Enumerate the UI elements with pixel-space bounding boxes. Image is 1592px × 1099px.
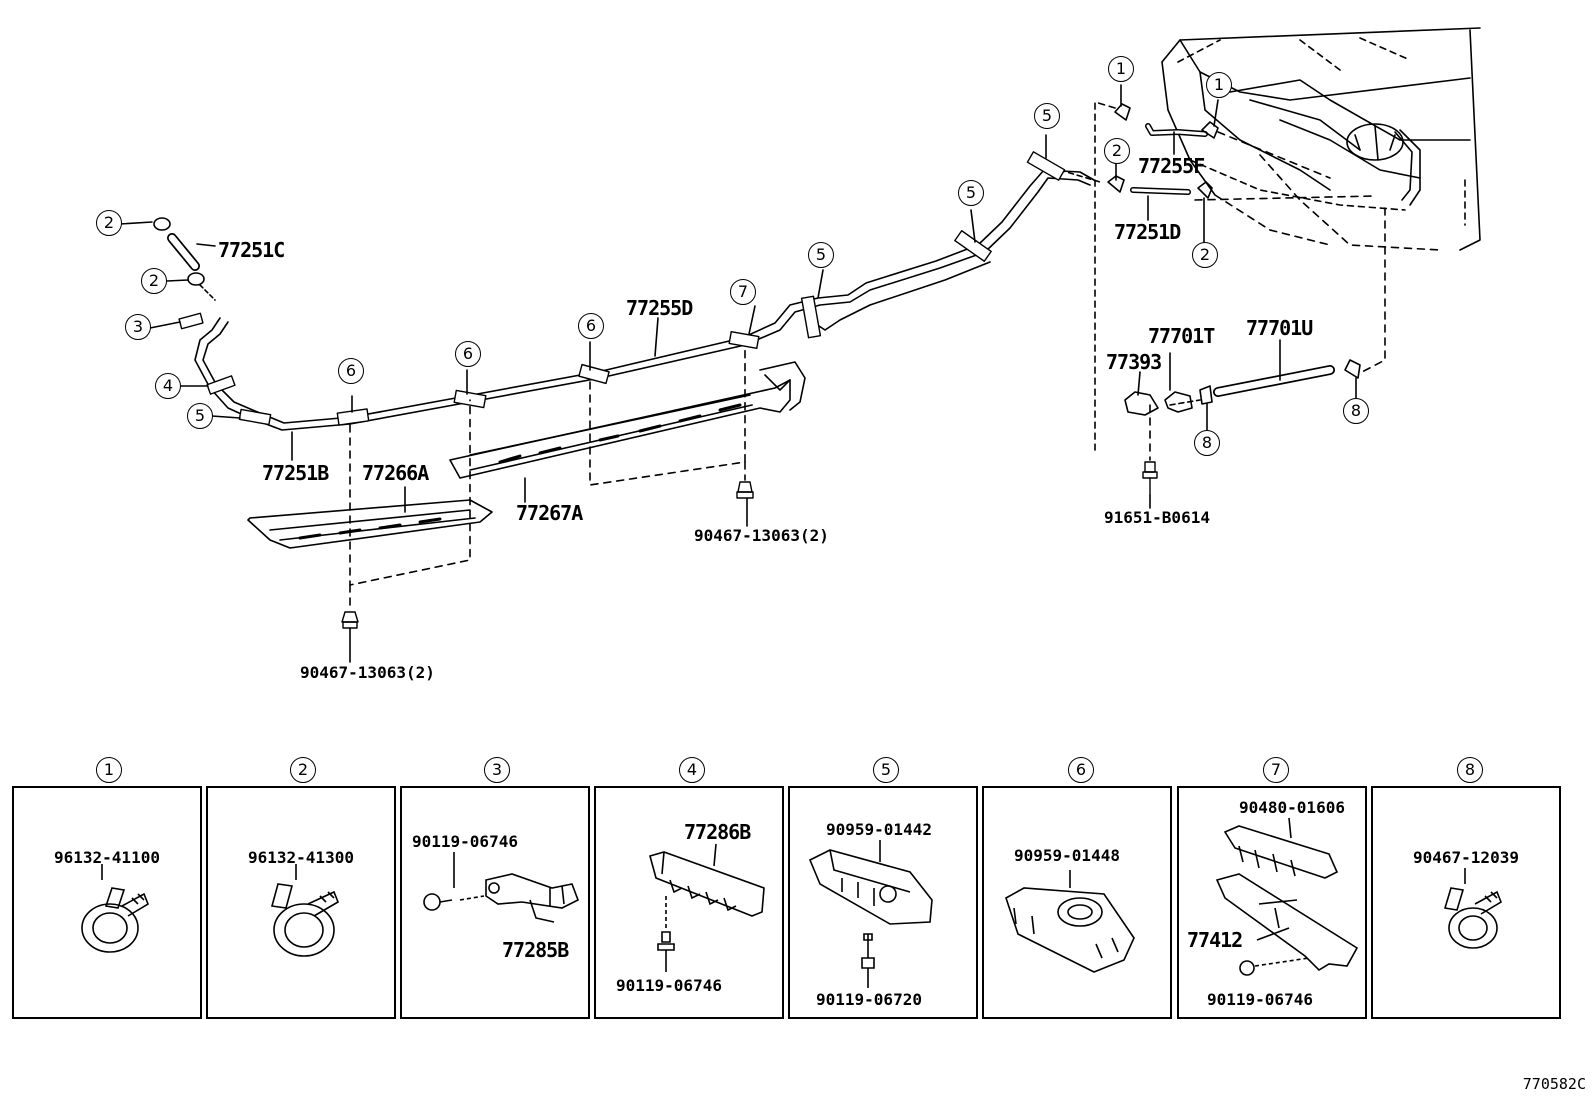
detail-box-5: 90959-01442 90119-06720: [788, 786, 978, 1019]
detail-box-3: 90119-06746 77285B: [400, 786, 590, 1019]
callout-6: 6: [338, 358, 364, 384]
box-number-7: 7: [1263, 757, 1289, 783]
fuel-tank: [1161, 27, 1481, 251]
part-label-77393: 77393: [1106, 350, 1162, 374]
box-number-4: 4: [679, 757, 705, 783]
clamp-icon: [1443, 868, 1502, 949]
callout-7: 7: [730, 279, 756, 305]
callout-5: 5: [808, 242, 834, 268]
detail-box-7: 90480-01606 77412 90119-06746: [1177, 786, 1367, 1019]
part-label-91651-B0614: 91651-B0614: [1104, 508, 1210, 527]
box-3-part-label-bracket: 77285B: [502, 938, 569, 962]
box-5-part-label-clamp: 90959-01442: [826, 820, 932, 839]
callout-4: 4: [155, 373, 181, 399]
clamp-block-icon: [1005, 870, 1135, 973]
box-3-part-label-bolt: 90119-06746: [412, 832, 518, 851]
clamp-block-icon: [808, 840, 933, 988]
protector-77266A: [247, 499, 493, 549]
detail-box-1: 96132-41100: [12, 786, 202, 1019]
callout-2: 2: [96, 210, 122, 236]
fuel-tube-main: [194, 169, 1095, 431]
leader-tank-left: [1094, 101, 1116, 451]
box-number-3: 3: [484, 757, 510, 783]
callout-5: 5: [1034, 103, 1060, 129]
callout-1: 1: [1108, 56, 1134, 82]
clamp-icon: [81, 864, 149, 953]
clamp-icon: [270, 864, 339, 957]
callout-8: 8: [1194, 430, 1220, 456]
callout-6: 6: [578, 313, 604, 339]
protector-77267A: [449, 361, 806, 479]
box-4-part-label-clamp: 77286B: [684, 820, 751, 844]
box-number-8: 8: [1457, 757, 1483, 783]
box-6-part-label: 90959-01448: [1014, 846, 1120, 865]
box-number-1: 1: [96, 757, 122, 783]
part-label-77251D: 77251D: [1114, 220, 1181, 244]
callout-2: 2: [141, 268, 167, 294]
box-7-part-label-bolt: 90119-06746: [1207, 990, 1313, 1009]
callout-5: 5: [187, 403, 213, 429]
part-label-77267A: 77267A: [516, 501, 583, 525]
box-7-part-label-bracket: 77412: [1187, 928, 1243, 952]
part-label-90467-13063-right: 90467-13063(2): [694, 526, 829, 545]
detail-box-4: 77286B 90119-06746: [594, 786, 784, 1019]
part-label-77701U: 77701U: [1246, 316, 1313, 340]
part-label-77251B: 77251B: [262, 461, 329, 485]
part-label-90467-13063-left: 90467-13063(2): [300, 663, 435, 682]
callout-3: 3: [125, 314, 151, 340]
callout-2: 2: [1192, 242, 1218, 268]
box-5-part-label-bolt: 90119-06720: [816, 990, 922, 1009]
bracket-clamp-icon: [1215, 817, 1359, 976]
box-2-part-label: 96132-41300: [248, 848, 354, 867]
box-4-part-label-bolt: 90119-06746: [616, 976, 722, 995]
box-7-part-label-clamp: 90480-01606: [1239, 798, 1345, 817]
box-number-5: 5: [873, 757, 899, 783]
callout-6: 6: [455, 341, 481, 367]
detail-box-8: 90467-12039: [1371, 786, 1561, 1019]
drawing-code: 770582C: [1522, 1075, 1586, 1093]
part-label-77701T: 77701T: [1148, 324, 1215, 348]
detail-box-6: 90959-01448: [982, 786, 1172, 1019]
callout-5: 5: [958, 180, 984, 206]
box-8-part-label: 90467-12039: [1413, 848, 1519, 867]
box-number-6: 6: [1068, 757, 1094, 783]
box-number-2: 2: [290, 757, 316, 783]
part-label-77266A: 77266A: [362, 461, 429, 485]
part-label-77255D: 77255D: [626, 296, 693, 320]
callout-1: 1: [1206, 72, 1232, 98]
callout-2: 2: [1104, 138, 1130, 164]
callout-8: 8: [1343, 398, 1369, 424]
part-label-77255F: 77255F: [1138, 154, 1205, 178]
clamp-block-icon: [649, 843, 765, 972]
detail-box-2: 96132-41300: [206, 786, 396, 1019]
bracket-icon: [423, 852, 580, 923]
part-label-77251C: 77251C: [218, 238, 285, 262]
box-1-part-label: 96132-41100: [54, 848, 160, 867]
